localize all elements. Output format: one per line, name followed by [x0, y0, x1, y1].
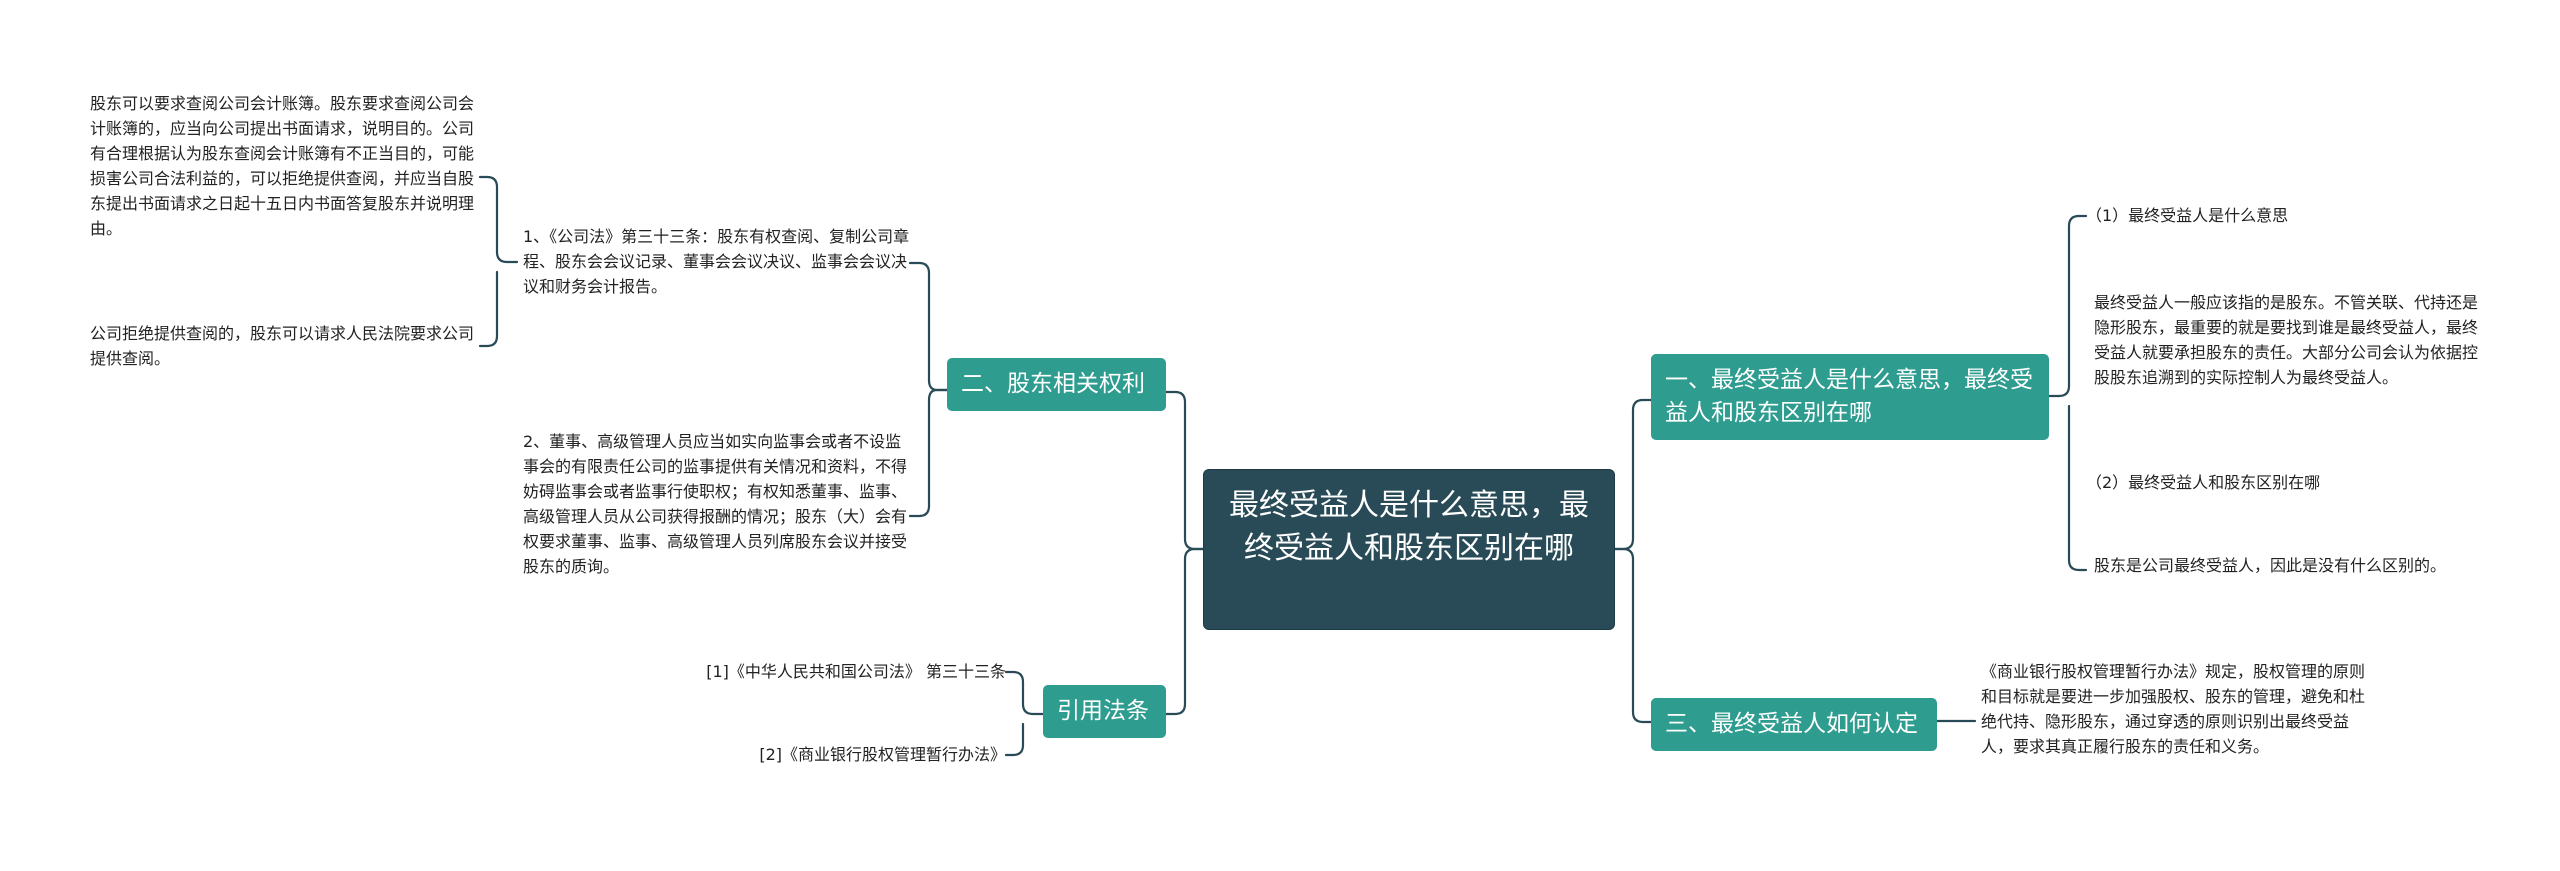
topic-meaning-label: 一、最终受益人是什么意思，最终受益人和股东区别在哪 — [1665, 367, 2033, 426]
connector-root-rights — [1164, 390, 1205, 551]
connector-root-meaning — [1613, 398, 1653, 551]
rights-item-1-text: 1、《公司法》第三十三条：股东有权查阅、复制公司章程、股东会会议记录、董事会会议… — [523, 227, 910, 296]
meaning-answer-1-text: 最终受益人一般应该指的是股东。不管关联、代持还是隐形股东，最重要的就是要找到谁是… — [2094, 293, 2479, 387]
connector-rights-item2 — [908, 388, 949, 518]
root-topic[interactable]: 最终受益人是什么意思，最终受益人和股东区别在哪 — [1203, 469, 1615, 630]
identify-text-content: 《商业银行股权管理暂行办法》规定，股权管理的原则和目标就是要进一步加强股权、股东… — [1981, 662, 2366, 756]
topic-identify-label: 三、最终受益人如何认定 — [1665, 711, 1918, 737]
connector-rights-item1 — [908, 261, 949, 392]
topic-identify[interactable]: 三、最终受益人如何认定 — [1651, 698, 1937, 751]
law-item-1[interactable]: [1]《中华人民共和国公司法》 第三十三条 — [620, 659, 1006, 684]
meaning-question-2-text: （2）最终受益人和股东区别在哪 — [2086, 473, 2321, 492]
topic-cited-laws[interactable]: 引用法条 — [1043, 685, 1166, 738]
topic-meaning[interactable]: 一、最终受益人是什么意思，最终受益人和股东区别在哪 — [1651, 354, 2049, 440]
bracket-item1-details — [478, 175, 519, 348]
rights-item-1[interactable]: 1、《公司法》第三十三条：股东有权查阅、复制公司章程、股东会会议记录、董事会会议… — [523, 224, 910, 299]
meaning-question-1-text: （1）最终受益人是什么意思 — [2086, 206, 2289, 225]
meaning-answer-1[interactable]: 最终受益人一般应该指的是股东。不管关联、代持还是隐形股东，最重要的就是要找到谁是… — [2094, 290, 2486, 390]
bracket-meaning — [2047, 214, 2088, 572]
root-title: 最终受益人是什么意思，最终受益人和股东区别在哪 — [1229, 488, 1589, 566]
identify-text[interactable]: 《商业银行股权管理暂行办法》规定，股权管理的原则和目标就是要进一步加强股权、股东… — [1981, 659, 2366, 759]
rights-item-2-text: 2、董事、高级管理人员应当如实向监事会或者不设监事会的有限责任公司的监事提供有关… — [523, 432, 908, 576]
rights-item-1-detail-2-text: 公司拒绝提供查阅的，股东可以请求人民法院要求公司提供查阅。 — [90, 324, 475, 368]
law-item-2-text: [2]《商业银行股权管理暂行办法》 — [759, 745, 1006, 764]
rights-item-1-detail-2[interactable]: 公司拒绝提供查阅的，股东可以请求人民法院要求公司提供查阅。 — [90, 321, 477, 371]
law-item-1-text: [1]《中华人民共和国公司法》 第三十三条 — [706, 662, 1006, 681]
bracket-laws — [1004, 670, 1045, 757]
rights-item-1-detail-1-text: 股东可以要求查阅公司会计账簿。股东要求查阅公司会计账簿的，应当向公司提出书面请求… — [90, 94, 475, 238]
law-item-2[interactable]: [2]《商业银行股权管理暂行办法》 — [620, 742, 1006, 767]
connector-root-identify — [1613, 547, 1653, 724]
rights-item-2[interactable]: 2、董事、高级管理人员应当如实向监事会或者不设监事会的有限责任公司的监事提供有关… — [523, 429, 910, 579]
meaning-question-2[interactable]: （2）最终受益人和股东区别在哪 — [2086, 470, 2486, 495]
meaning-answer-2-text: 股东是公司最终受益人，因此是没有什么区别的。 — [2094, 556, 2447, 575]
rights-item-1-detail-1[interactable]: 股东可以要求查阅公司会计账簿。股东要求查阅公司会计账簿的，应当向公司提出书面请求… — [90, 91, 477, 241]
connector-root-laws — [1164, 547, 1205, 716]
meaning-question-1[interactable]: （1）最终受益人是什么意思 — [2086, 203, 2486, 228]
topic-cited-laws-label: 引用法条 — [1057, 698, 1149, 724]
topic-shareholder-rights[interactable]: 二、股东相关权利 — [947, 358, 1166, 411]
meaning-answer-2[interactable]: 股东是公司最终受益人，因此是没有什么区别的。 — [2094, 553, 2486, 578]
topic-shareholder-rights-label: 二、股东相关权利 — [961, 371, 1145, 397]
